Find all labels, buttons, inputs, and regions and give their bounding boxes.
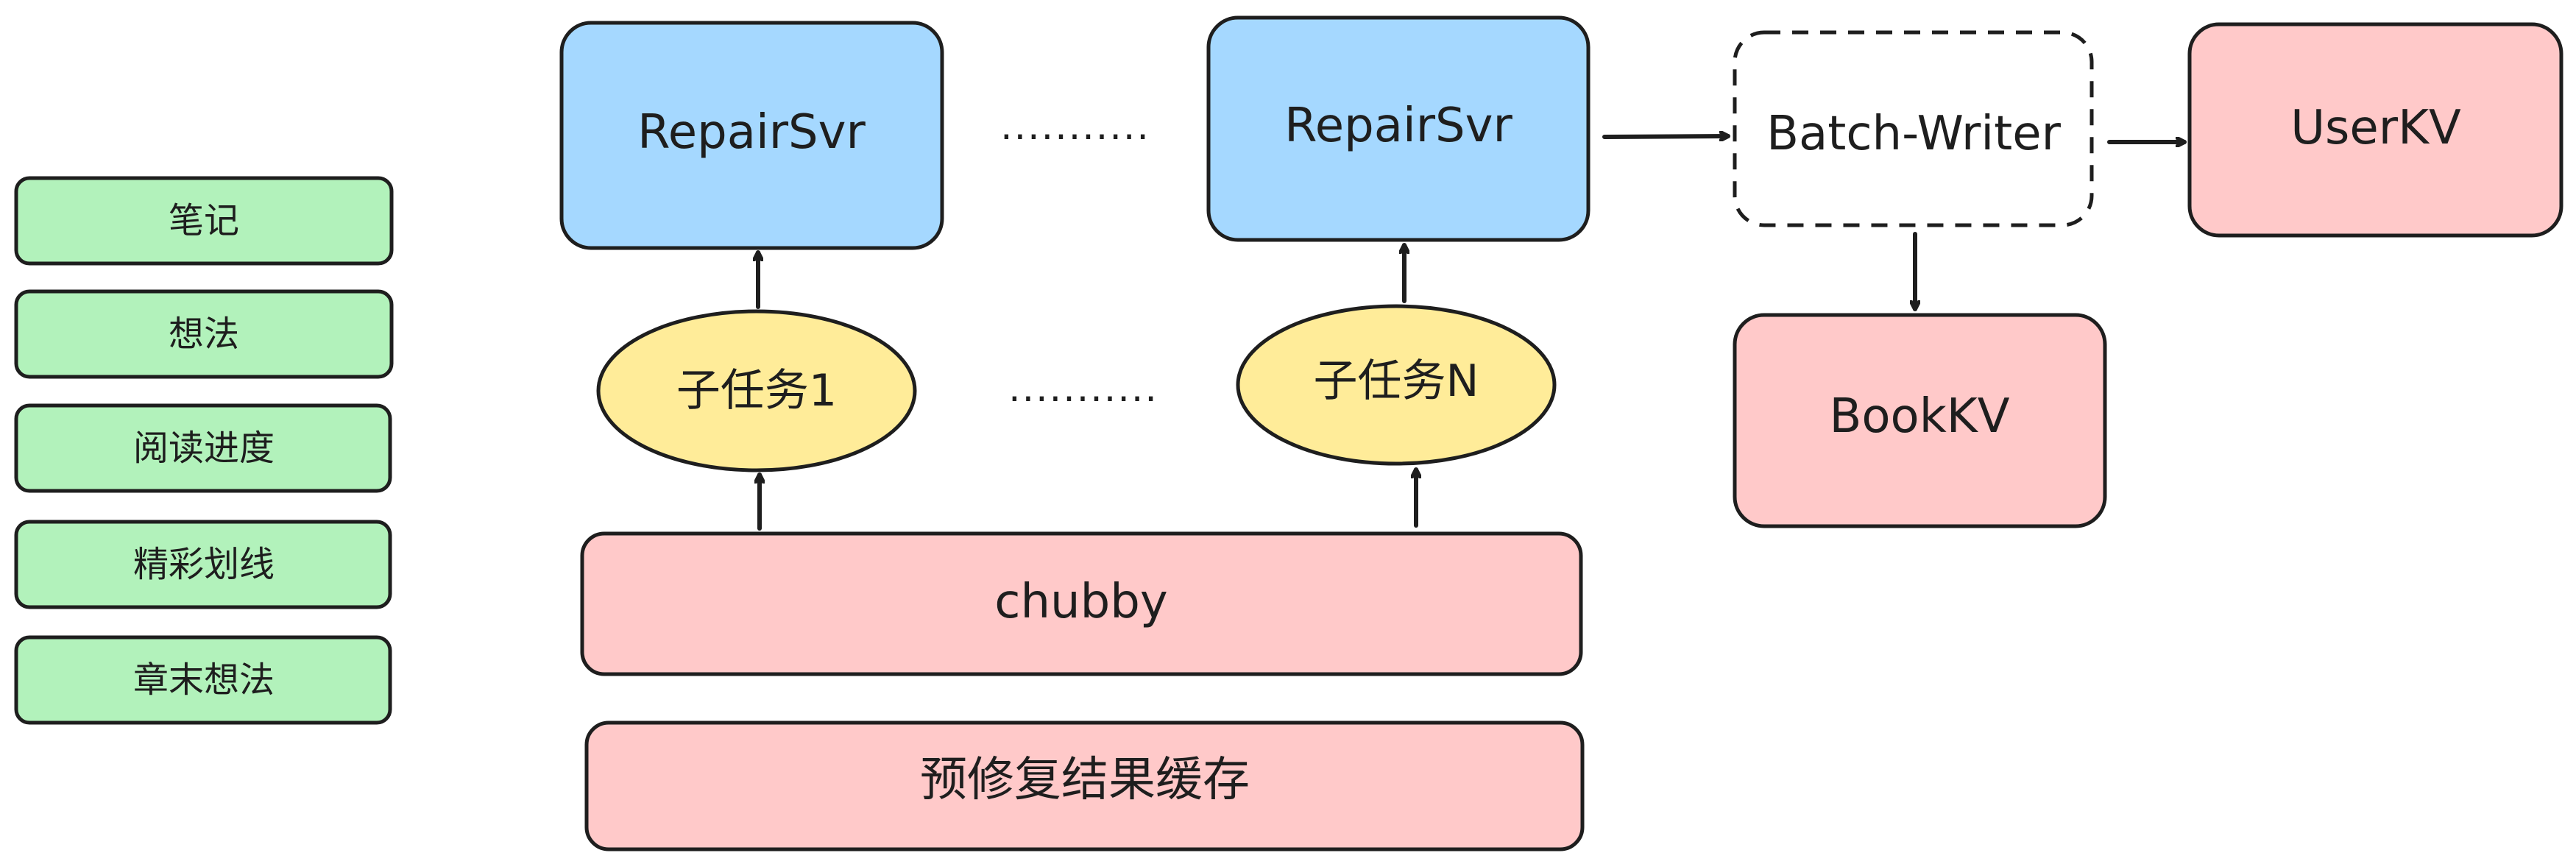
repair-server-label: RepairSvr bbox=[637, 105, 866, 160]
repair-server-label: RepairSvr bbox=[1284, 99, 1512, 153]
chubby-box: chubby bbox=[580, 531, 1583, 676]
sidebar-item-reading-progress: 阅读进度 bbox=[14, 403, 392, 493]
subtask-label: 子任务N bbox=[1314, 355, 1479, 407]
book-kv-box: BookKV bbox=[1733, 313, 2107, 528]
sidebar-item-label: 精彩划线 bbox=[133, 544, 275, 585]
user-kv-label: UserKV bbox=[2290, 101, 2461, 155]
user-kv-box: UserKV bbox=[2187, 22, 2563, 238]
arrows bbox=[758, 136, 2187, 531]
batch-writer-label: Batch-Writer bbox=[1766, 107, 2061, 161]
book-kv-label: BookKV bbox=[1829, 389, 2009, 444]
cache-box: 预修复结果缓存 bbox=[584, 720, 1585, 851]
subtask-last: 子任务N bbox=[1236, 304, 1557, 466]
chubby-label: chubby bbox=[994, 575, 1167, 629]
arrow-repairsvr-to-batch-writer bbox=[1602, 136, 1730, 137]
batch-writer-box: Batch-Writer bbox=[1733, 30, 2094, 227]
sidebar-item-label: 阅读进度 bbox=[133, 428, 275, 469]
repair-server-last: RepairSvr bbox=[1206, 15, 1590, 242]
sidebar-item-thoughts: 想法 bbox=[14, 289, 394, 379]
subtask-first: 子任务1 bbox=[596, 309, 917, 472]
sidebar: 笔记 想法 阅读进度 精彩划线 章末想法 bbox=[14, 176, 394, 725]
sidebar-item-notes: 笔记 bbox=[14, 176, 394, 266]
sidebar-item-label: 章末想法 bbox=[133, 659, 275, 701]
sidebar-item-highlights: 精彩划线 bbox=[14, 520, 392, 609]
sidebar-item-label: 笔记 bbox=[169, 200, 239, 241]
repair-server-first: RepairSvr bbox=[559, 21, 944, 250]
repair-server-ellipsis: ........... bbox=[1000, 105, 1150, 149]
sidebar-item-label: 想法 bbox=[169, 314, 239, 355]
subtask-ellipsis: ........... bbox=[1008, 367, 1158, 411]
subtask-label: 子任务1 bbox=[676, 365, 837, 417]
cache-label: 预修复结果缓存 bbox=[920, 753, 1250, 807]
sidebar-item-chapter-thoughts: 章末想法 bbox=[14, 635, 392, 725]
